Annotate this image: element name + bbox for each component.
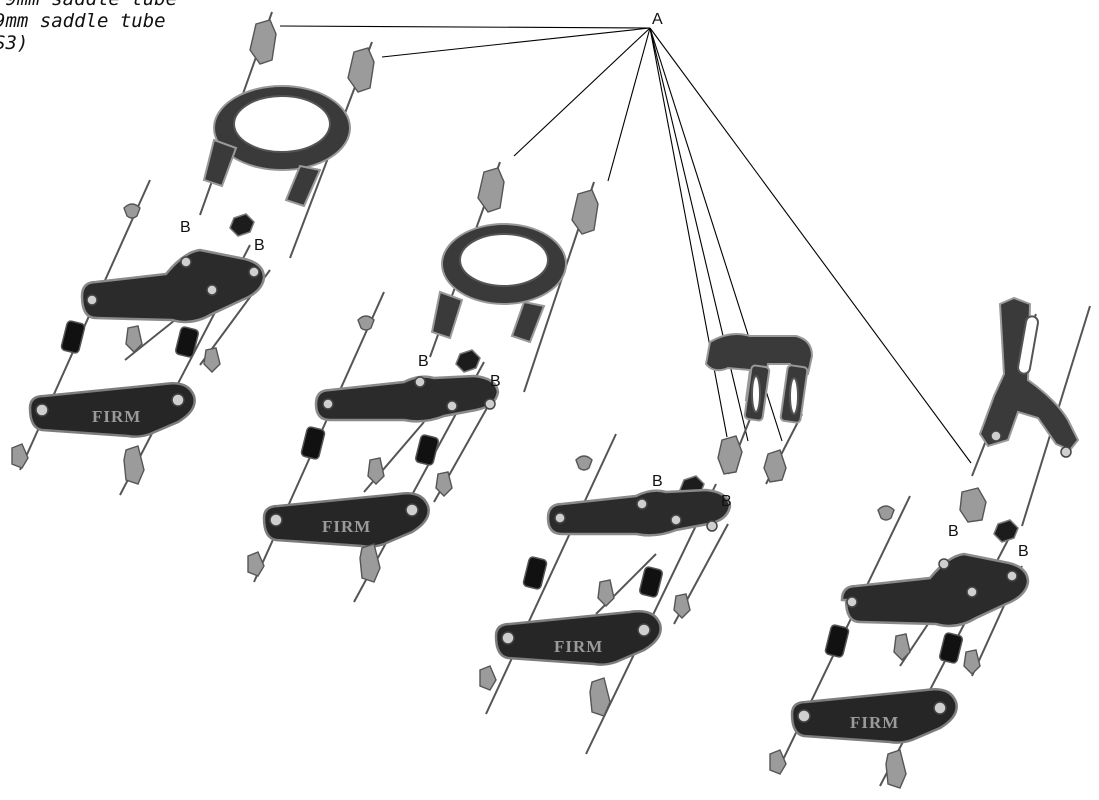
spacer-icon [638, 566, 664, 598]
label-b: B [1018, 543, 1029, 560]
lower-link-firm [790, 688, 958, 744]
upper-link [546, 488, 732, 537]
bolt-icon [571, 189, 599, 235]
spacer-icon [938, 632, 964, 664]
nut-icon [229, 213, 255, 237]
caption-line-3: S3) [0, 32, 29, 54]
bolt-icon [249, 19, 277, 65]
caption-line-1: /9mm saddle tube [0, 0, 177, 10]
firm-logo-text: FIRM [850, 713, 899, 732]
label-b: B [721, 493, 732, 510]
label-b: B [180, 219, 191, 236]
firm-logo-text: FIRM [554, 637, 603, 656]
spacer-icon [522, 556, 548, 590]
nut-icon [993, 519, 1019, 543]
bolt-icon [959, 487, 987, 523]
lower-link-firm [28, 382, 196, 438]
spacer-icon [60, 320, 86, 354]
firm-logo-text: FIRM [322, 517, 371, 536]
frame-mount-bracket [704, 333, 814, 424]
nut-icon [455, 349, 481, 373]
assembly-1: FIRM B B [11, 11, 375, 496]
bolt-icon [763, 449, 787, 483]
lower-link-firm [494, 610, 662, 666]
caption-text: /9mm saddle tube 9mm saddle tube S3) [0, 0, 177, 54]
upper-link [840, 552, 1030, 628]
frame-mount-bracket [978, 296, 1080, 458]
firm-logo-text: FIRM [92, 407, 141, 426]
bolt-icon [347, 47, 375, 93]
label-b: B [490, 373, 501, 390]
label-b: B [948, 523, 959, 540]
seat-clamp [430, 223, 567, 344]
upper-link [80, 248, 266, 324]
assembly-3: FIRM B B [479, 333, 814, 755]
label-b: B [418, 353, 429, 370]
label-b: B [254, 237, 265, 254]
bolt-icon [477, 167, 505, 213]
spacer-icon [414, 434, 440, 466]
assembly-4: FIRM B B [769, 296, 1091, 789]
spacer-icon [300, 426, 326, 460]
label-b: B [652, 473, 663, 490]
seat-clamp [202, 85, 351, 208]
caption-line-2: 9mm saddle tube [0, 10, 166, 32]
spacer-icon [174, 326, 200, 358]
spacer-icon [824, 624, 850, 658]
bolt-icon [717, 435, 743, 475]
lower-link-firm [262, 492, 430, 548]
assembly-2: FIRM B B [247, 161, 599, 603]
label-a: A [652, 11, 663, 28]
